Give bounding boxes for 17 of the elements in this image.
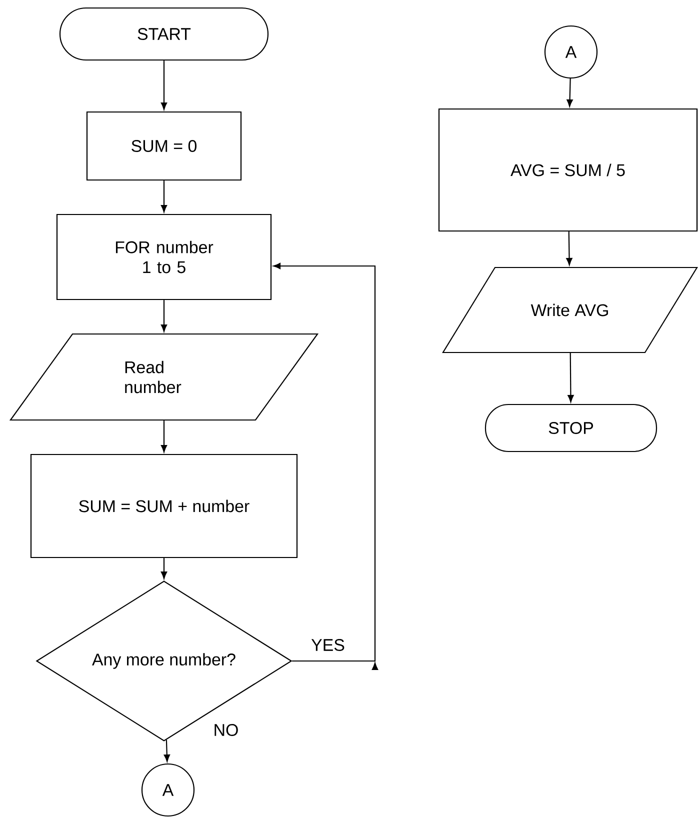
process-box: AVG = SUM / 5	[438, 108, 698, 232]
arrow	[566, 232, 572, 266]
edge-label: NO	[212, 723, 240, 737]
arrow	[160, 180, 168, 212]
arrow	[164, 740, 170, 762]
arrow	[566, 78, 573, 107]
process-box: FOR number 1 to 5	[56, 214, 272, 300]
process-box: SUM = SUM + number	[30, 454, 298, 558]
arrow	[160, 60, 168, 110]
arrow	[160, 300, 168, 332]
arrow	[160, 558, 168, 579]
edge-label: YES	[310, 638, 346, 652]
process-box: SUM = 0	[86, 111, 242, 181]
input-output-parallelogram: Write AVG	[442, 266, 698, 354]
arrow	[273, 262, 378, 670]
arrow	[568, 353, 574, 402]
arrow	[160, 420, 168, 452]
